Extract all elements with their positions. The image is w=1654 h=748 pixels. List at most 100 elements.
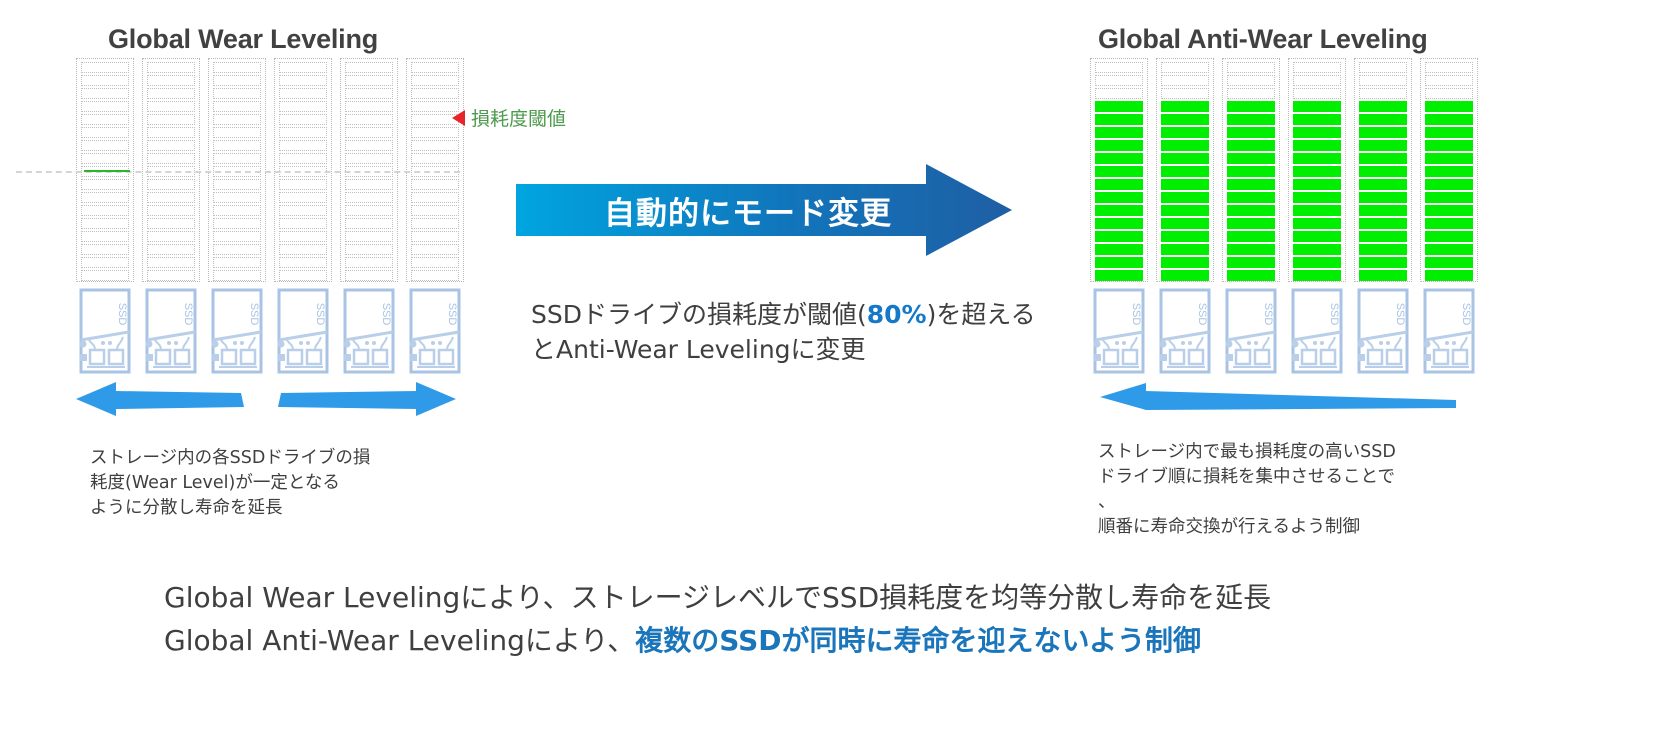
flow-arrow-left bbox=[76, 382, 456, 421]
ssd-column-left-2 bbox=[138, 58, 204, 282]
wear-cell-empty bbox=[279, 127, 327, 138]
ssd-column-left-4 bbox=[270, 58, 336, 282]
wear-cell-empty bbox=[279, 244, 327, 255]
wear-cell-empty bbox=[411, 179, 459, 190]
wear-cell-empty bbox=[81, 192, 129, 203]
wear-cell-empty bbox=[81, 218, 129, 229]
ssd-drive-icon: SSD bbox=[79, 288, 131, 374]
wear-cell-empty bbox=[279, 205, 327, 216]
wear-cell-empty bbox=[279, 101, 327, 112]
wear-cell-filled bbox=[1359, 114, 1407, 125]
wear-cell-empty bbox=[81, 140, 129, 151]
wear-cell-empty bbox=[345, 101, 393, 112]
summary-line-1: Global Wear Levelingにより、ストレージレベルでSSD損耗度を… bbox=[164, 581, 1272, 614]
threshold-highlight-segment bbox=[84, 170, 130, 172]
wear-cell-empty bbox=[147, 270, 195, 281]
wear-cell-filled bbox=[1161, 166, 1209, 177]
wear-cell-empty bbox=[411, 244, 459, 255]
wear-cell-empty bbox=[345, 179, 393, 190]
wear-cell-filled bbox=[1425, 179, 1473, 190]
ssd-column-right-2 bbox=[1152, 58, 1218, 282]
wear-cell-filled bbox=[1161, 114, 1209, 125]
single-left-arrow-icon bbox=[1100, 383, 1456, 410]
ssd-drive-left-1: SSD bbox=[72, 288, 138, 374]
wear-cell-empty bbox=[1095, 88, 1143, 99]
wear-cell-empty bbox=[147, 127, 195, 138]
wear-cell-filled bbox=[1293, 166, 1341, 177]
wear-cell-empty bbox=[279, 140, 327, 151]
wear-cell-filled bbox=[1425, 192, 1473, 203]
ssd-drive-icon: SSD bbox=[277, 288, 329, 374]
wear-cell-filled bbox=[1425, 257, 1473, 268]
caption-left: ストレージ内の各SSDドライブの損 耗度(Wear Level)が一定となる よ… bbox=[90, 448, 371, 518]
ssd-drive-icon: SSD bbox=[1225, 288, 1277, 374]
wear-cell-empty bbox=[345, 244, 393, 255]
ssd-drive-icon: SSD bbox=[1093, 288, 1145, 374]
wear-cell-empty bbox=[1161, 75, 1209, 86]
ssd-column-right-3 bbox=[1218, 58, 1284, 282]
wear-cell-empty bbox=[411, 218, 459, 229]
wear-cell-filled bbox=[1161, 192, 1209, 203]
wear-cell-filled bbox=[1359, 257, 1407, 268]
wear-cell-filled bbox=[1359, 270, 1407, 281]
wear-cell-filled bbox=[1227, 140, 1275, 151]
ssd-column-left-5 bbox=[336, 58, 402, 282]
wear-cell-empty bbox=[411, 62, 459, 73]
left-triangle-marker-icon bbox=[452, 109, 465, 126]
wear-cell-empty bbox=[147, 88, 195, 99]
summary-line-2-accent: 複数のSSDが同時に寿命を迎えないよう制御 bbox=[635, 624, 1201, 658]
wear-cell-empty bbox=[147, 179, 195, 190]
wear-cell-empty bbox=[1095, 75, 1143, 86]
wear-cell-filled bbox=[1425, 153, 1473, 164]
wear-cell-empty bbox=[411, 101, 459, 112]
ssd-drive-left-5: SSD bbox=[336, 288, 402, 374]
wear-cell-filled bbox=[1227, 127, 1275, 138]
wear-cell-filled bbox=[1161, 179, 1209, 190]
wear-cell-filled bbox=[1161, 205, 1209, 216]
ssd-drive-left-3: SSD bbox=[204, 288, 270, 374]
wear-cell-filled bbox=[1227, 192, 1275, 203]
ssd-drive-left-6: SSD bbox=[402, 288, 468, 374]
wear-cell-filled bbox=[1227, 101, 1275, 112]
wear-cell-empty bbox=[411, 270, 459, 281]
wear-cell-empty bbox=[1227, 88, 1275, 99]
svg-text:SSD: SSD bbox=[1460, 303, 1472, 326]
wear-cell-filled bbox=[1293, 270, 1341, 281]
wear-cell-empty bbox=[81, 75, 129, 86]
wear-cell-empty bbox=[213, 62, 261, 73]
threshold-marker: 損耗度閾値 bbox=[452, 104, 566, 131]
wear-cell-empty bbox=[1359, 75, 1407, 86]
wear-cell-filled bbox=[1359, 192, 1407, 203]
wear-bar-frame bbox=[274, 58, 332, 282]
wear-cell-empty bbox=[213, 231, 261, 242]
summary-line-2: Global Anti-Wear Levelingにより、複数のSSDが同時に寿… bbox=[164, 619, 1271, 662]
wear-cell-filled bbox=[1161, 257, 1209, 268]
wear-cell-empty bbox=[147, 114, 195, 125]
wear-cell-empty bbox=[81, 127, 129, 138]
wear-cell-empty bbox=[81, 231, 129, 242]
wear-cell-filled bbox=[1161, 244, 1209, 255]
ssd-drive-right-3: SSD bbox=[1218, 288, 1284, 374]
wear-cell-filled bbox=[1227, 205, 1275, 216]
wear-cell-empty bbox=[213, 257, 261, 268]
wear-cell-filled bbox=[1293, 257, 1341, 268]
svg-text:SSD: SSD bbox=[1262, 303, 1274, 326]
wear-cell-empty bbox=[411, 127, 459, 138]
wear-cell-filled bbox=[1227, 231, 1275, 242]
wear-cell-empty bbox=[81, 270, 129, 281]
wear-cell-empty bbox=[1425, 75, 1473, 86]
wear-cell-filled bbox=[1293, 140, 1341, 151]
svg-text:SSD: SSD bbox=[446, 303, 458, 326]
wear-cell-empty bbox=[345, 140, 393, 151]
wear-cell-filled bbox=[1161, 127, 1209, 138]
wear-cell-empty bbox=[1293, 75, 1341, 86]
ssd-drive-icon: SSD bbox=[1423, 288, 1475, 374]
wear-cell-empty bbox=[147, 140, 195, 151]
wear-cell-filled bbox=[1227, 166, 1275, 177]
wear-cell-empty bbox=[345, 62, 393, 73]
ssd-drive-icon: SSD bbox=[1159, 288, 1211, 374]
center-description-suffix: )を超えるとAnti-Wear Levelingに変更 bbox=[531, 300, 1036, 364]
wear-cell-empty bbox=[213, 270, 261, 281]
panel-title-left: Global Wear Leveling bbox=[108, 24, 379, 54]
